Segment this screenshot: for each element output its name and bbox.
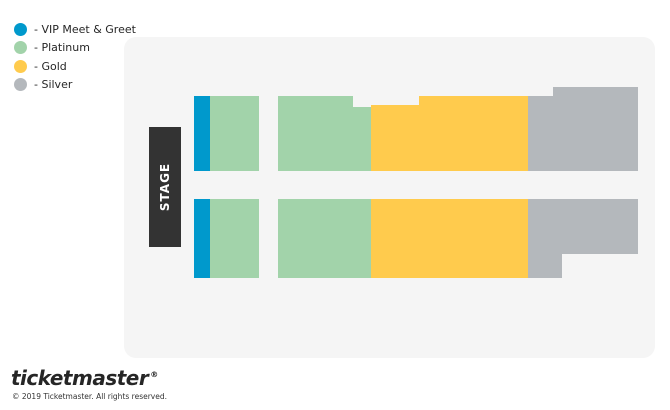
copyright-text: © 2019 Ticketmaster. All rights reserved…: [12, 392, 168, 401]
legend-label: - Platinum: [34, 41, 90, 54]
venue-map-panel: [124, 37, 655, 358]
legend-item-vip: - VIP Meet & Greet: [14, 20, 136, 38]
gold-color-dot-icon: [14, 59, 27, 73]
logo-text: ticketmaster: [11, 366, 149, 390]
stage: STAGE: [149, 127, 181, 247]
vip-color-dot-icon: [14, 22, 27, 36]
section-silver-top[interactable]: [528, 87, 638, 171]
legend: - VIP Meet & Greet - Platinum - Gold - S…: [14, 20, 136, 94]
section-gold-top[interactable]: [371, 96, 528, 171]
section-vip-bottom[interactable]: [194, 199, 210, 278]
section-platinum-top-front[interactable]: [210, 96, 259, 171]
section-platinum-bottom-front[interactable]: [210, 199, 259, 278]
section-gold-bottom[interactable]: [371, 199, 528, 278]
legend-label: - Silver: [34, 78, 73, 91]
platinum-color-dot-icon: [14, 41, 27, 54]
legend-item-silver: - Silver: [14, 76, 136, 94]
stage-label: STAGE: [158, 162, 173, 212]
registered-mark-icon: ®: [150, 370, 158, 379]
section-platinum-bottom-rear[interactable]: [278, 199, 371, 278]
section-vip-top[interactable]: [194, 96, 210, 171]
legend-label: - Gold: [34, 59, 67, 73]
legend-item-platinum: - Platinum: [14, 39, 136, 57]
section-platinum-top-rear[interactable]: [278, 96, 371, 171]
section-silver-bottom[interactable]: [528, 199, 638, 278]
legend-item-gold: - Gold: [14, 57, 136, 75]
silver-color-dot-icon: [14, 78, 27, 91]
legend-label: - VIP Meet & Greet: [34, 22, 136, 36]
ticketmaster-logo: ticketmaster®: [11, 366, 158, 390]
